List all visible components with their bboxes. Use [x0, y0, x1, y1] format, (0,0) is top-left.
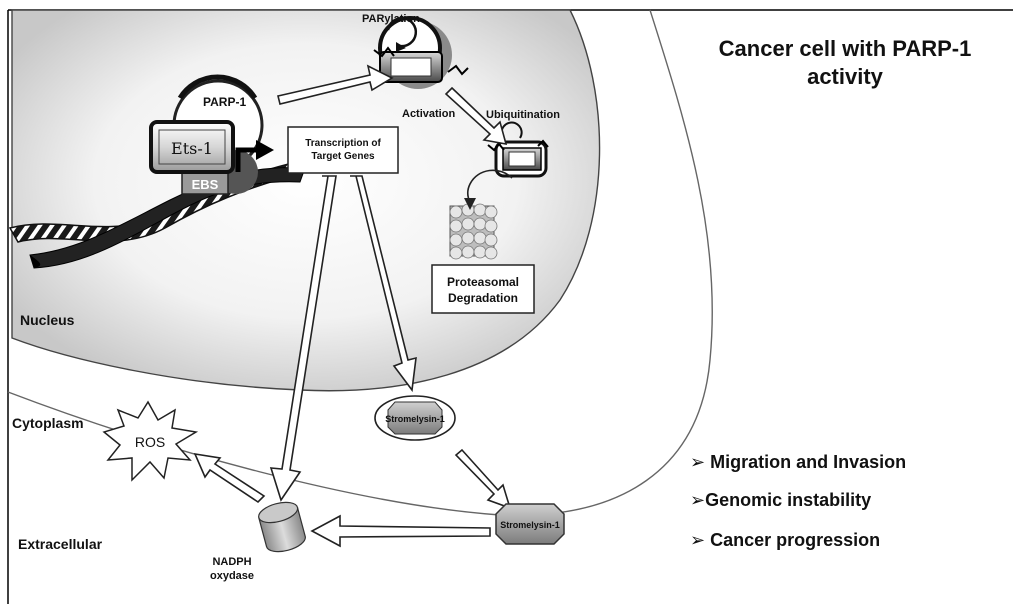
- arrow-to-nadph-oxydase: [269, 175, 337, 502]
- arrow-to-ubiquitination: [444, 86, 508, 146]
- transcription-box: [287, 126, 399, 174]
- degradation-label-line1: Proteasomal: [447, 275, 519, 289]
- transcription-start-arrow: [235, 140, 274, 172]
- stromelysin-secreted: [495, 503, 565, 545]
- nucleus-label: Nucleus: [20, 312, 75, 328]
- arrow-to-parylation: [277, 64, 394, 105]
- transcription-label-line2: Target Genes: [311, 151, 375, 162]
- transcription-label-line1: Transcription of: [305, 138, 381, 149]
- arrow-to-ros: [193, 452, 266, 504]
- cytoplasm-label: Cytoplasm: [12, 415, 84, 431]
- parylation-label: PARylation: [362, 13, 420, 25]
- stromelysin-nuclear-label: Stromelysin-1: [385, 414, 445, 424]
- nadph-label-line1: NADPH: [212, 556, 251, 568]
- outcome-migration: ➢ Migration and Invasion: [690, 452, 906, 472]
- proteasomal-degradation-box: [431, 264, 535, 314]
- ets1-protein: [149, 120, 235, 174]
- diagram-title-line2: activity: [807, 64, 884, 89]
- arrow-to-stromelysin: [350, 175, 417, 393]
- extracellular-label: Extracellular: [18, 536, 103, 552]
- outcome-genomic-instability: ➢Genomic instability: [690, 490, 871, 510]
- nadph-oxydase-cylinder: [258, 501, 306, 553]
- parp1-label: PARP-1: [203, 95, 246, 109]
- diagram-title-line1: Cancer cell with PARP-1: [719, 36, 972, 61]
- ros-starburst: [102, 400, 199, 482]
- arrow-stromelysin-to-nadph: [310, 514, 491, 548]
- parylated-ets1-complex: [373, 16, 469, 89]
- stromelysin-secreted-label: Stromelysin-1: [500, 520, 560, 530]
- degradation-label-line2: Degradation: [448, 291, 518, 305]
- ubiquitinated-ets1-complex: [487, 121, 549, 178]
- ros-label: ROS: [135, 434, 165, 450]
- activation-label: Activation: [402, 108, 455, 120]
- ebs-label: EBS: [192, 177, 219, 192]
- ets1-label: Ets-1: [171, 139, 213, 158]
- proteasome: [449, 203, 498, 260]
- outcome-cancer-progression: ➢ Cancer progression: [690, 530, 880, 550]
- ubiquitination-label: Ubiquitination: [486, 109, 560, 121]
- arrow-to-proteasome: [464, 169, 513, 210]
- stromelysin-nuclear: [374, 395, 456, 441]
- nadph-label-line2: oxydase: [210, 570, 254, 582]
- cell-membrane: [7, 9, 713, 517]
- arrow-stromelysin-secretion: [454, 448, 512, 510]
